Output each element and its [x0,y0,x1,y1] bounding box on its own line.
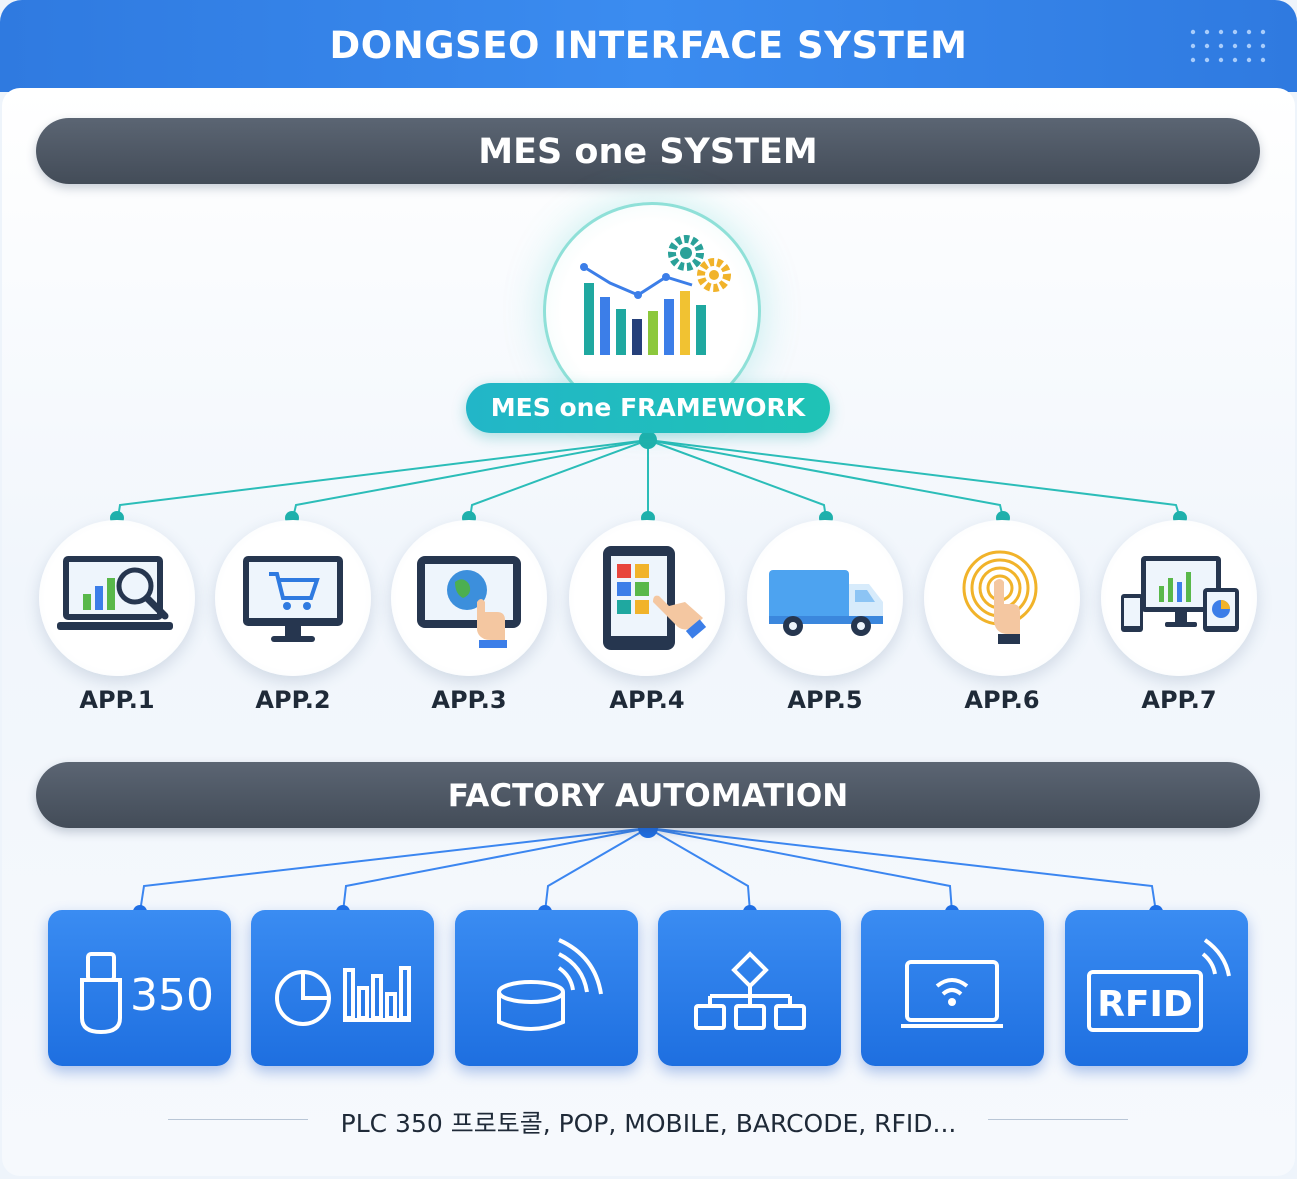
laptop-wifi-icon [901,960,1003,1028]
app-4-label: APP.4 [609,686,685,714]
interface-charts [251,910,434,1066]
app-4-node [569,520,725,676]
interface-database [455,910,638,1066]
app-1-node [39,520,195,676]
mes-system-label: MES one SYSTEM [478,132,818,172]
app-3-label: APP.3 [431,686,507,714]
rfid-text: RFID [1097,984,1193,1025]
usb-350-text: 350 [130,970,214,1021]
app-5-node [747,520,903,676]
app-1-label: APP.1 [79,686,155,714]
pie-bar-chart-icon [275,966,411,1026]
fingerprint-touch-icon [962,550,1038,644]
factory-automation-label: FACTORY AUTOMATION [447,778,849,814]
tablet-tiles-touch-icon [603,546,707,650]
interface-laptop [861,910,1044,1066]
app-7-label: APP.7 [1141,686,1217,714]
analytics-gears-icon [580,235,731,355]
usb-350-icon: 350 [80,952,214,1035]
mes-system-bar: MES one SYSTEM [36,118,1260,184]
database-wireless-icon [497,938,603,1031]
network-hierarchy-icon [694,951,806,1030]
monitor-cart-icon [243,556,343,642]
tablet-globe-touch-icon [417,556,521,648]
app-7-node [1101,520,1257,676]
delivery-truck-icon [769,570,883,636]
framework-label: MES one FRAMEWORK [490,393,806,422]
framework-pill: MES one FRAMEWORK [466,383,830,433]
app-6-node [924,520,1080,676]
app-5-label: APP.5 [787,686,863,714]
factory-automation-bar: FACTORY AUTOMATION [36,762,1260,828]
header-title: DONGSEO INTERFACE SYSTEM [329,24,968,67]
dots-decoration-icon [1190,29,1266,63]
multi-device-icon [1121,556,1239,632]
interface-usb-350: 350 [48,910,231,1066]
header-banner: DONGSEO INTERFACE SYSTEM [0,0,1297,92]
footer-divider-left [168,1119,308,1120]
footer-text: PLC 350 프로토콜, POP, MOBILE, BARCODE, RFID… [340,1109,957,1138]
rfid-icon: RFID [1087,938,1231,1032]
footer-divider-right [988,1119,1128,1120]
app-2-label: APP.2 [255,686,331,714]
interface-rfid: RFID [1065,910,1248,1066]
interface-network [658,910,841,1066]
app-2-node [215,520,371,676]
app-6-label: APP.6 [964,686,1040,714]
laptop-analytics-icon [57,556,173,630]
app-3-node [391,520,547,676]
